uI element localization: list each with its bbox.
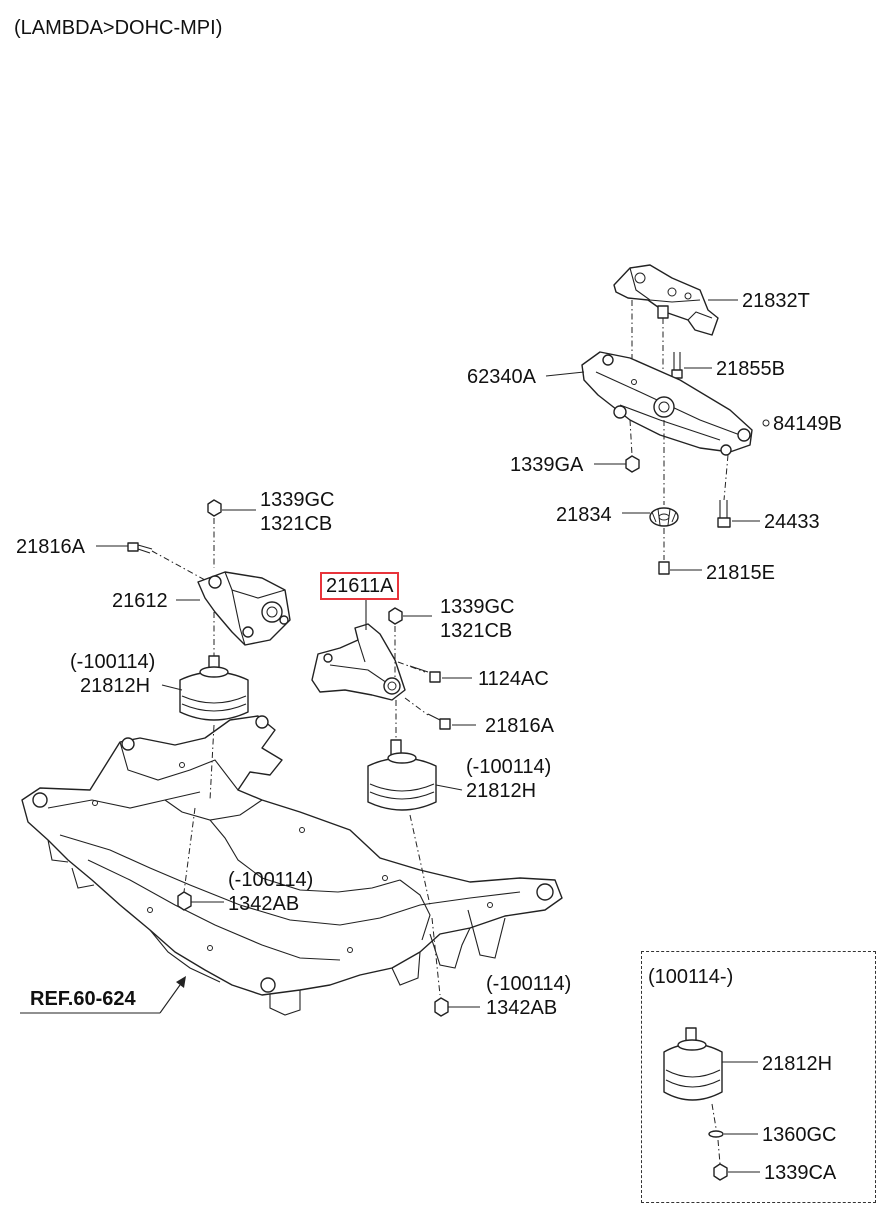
label-21832T: 21832T	[742, 290, 810, 312]
bracket-21611A-drawing	[311, 600, 406, 701]
inset-title: (100114-)	[648, 966, 734, 988]
crossmember-62340A-drawing	[545, 351, 753, 456]
ref-arrow	[20, 976, 186, 1014]
label-1342AB-left: 1342AB	[228, 893, 300, 915]
label-21611A-highlighted[interactable]: 21611A	[320, 572, 400, 600]
inset-mount-drawing	[663, 1027, 760, 1181]
label-1321CB-right: 1321CB	[440, 620, 513, 642]
bolt-21815E-drawing	[658, 561, 702, 575]
inset-variant-box	[641, 951, 876, 1203]
label-ref-60-624[interactable]: REF.60-624	[30, 988, 136, 1010]
inset-label-1339CA: 1339CA	[764, 1162, 837, 1184]
label-21812H-right: 21812H	[466, 780, 537, 802]
nut-1339GC-left-drawing	[207, 499, 256, 568]
label-21816A-left: 21816A	[16, 536, 85, 558]
label-21812H-left: 21812H	[80, 675, 151, 697]
label-21815E: 21815E	[706, 562, 775, 584]
label-21612: 21612	[112, 590, 168, 612]
label-1124AC: 1124AC	[478, 668, 549, 690]
bolt-21855B-drawing	[671, 352, 712, 379]
mount-21832T-drawing	[613, 264, 738, 400]
label-21834: 21834	[556, 504, 612, 526]
label-62340A: 62340A	[467, 366, 536, 388]
label-1339GA: 1339GA	[510, 454, 584, 476]
nut-1339GA-drawing	[594, 419, 640, 473]
label-1321CB-left: 1321CB	[260, 513, 333, 535]
label-variant-right-mount: (-100114)	[466, 756, 552, 778]
label-21816A-right: 21816A	[485, 715, 554, 737]
bracket-21612-drawing	[197, 571, 291, 646]
label-1339GC-left: 1339GC	[260, 489, 335, 511]
label-84149B: 84149B	[773, 413, 842, 435]
diagram-header: (LAMBDA>DOHC-MPI)	[14, 17, 223, 39]
mount-21812H-left-drawing	[161, 612, 249, 801]
inset-label-21812H: 21812H	[762, 1053, 833, 1075]
label-21855B: 21855B	[716, 358, 785, 380]
label-variant-1342AB-right: (-100114)	[486, 973, 572, 995]
label-24433: 24433	[764, 511, 820, 533]
bolt-21816A-right-drawing	[404, 697, 476, 730]
bolt-24433-drawing	[717, 454, 760, 528]
bolt-1124AC-drawing	[397, 661, 472, 683]
subframe-drawing	[21, 715, 563, 1016]
label-variant-1342AB-left: (-100114)	[228, 869, 314, 891]
label-1342AB-right: 1342AB	[486, 997, 558, 1019]
nut-1339GC-right-drawing	[388, 607, 432, 680]
washer-21834-drawing	[622, 420, 679, 560]
bolt-21816A-left-drawing	[96, 542, 206, 581]
nut-1342AB-right-drawing	[431, 917, 480, 1017]
label-1339GC-right: 1339GC	[440, 596, 515, 618]
inset-label-1360GC: 1360GC	[762, 1124, 837, 1146]
label-variant-left-mount: (-100114)	[70, 651, 156, 673]
mount-21812H-right-drawing	[367, 700, 463, 906]
nut-1342AB-left-drawing	[177, 807, 224, 911]
